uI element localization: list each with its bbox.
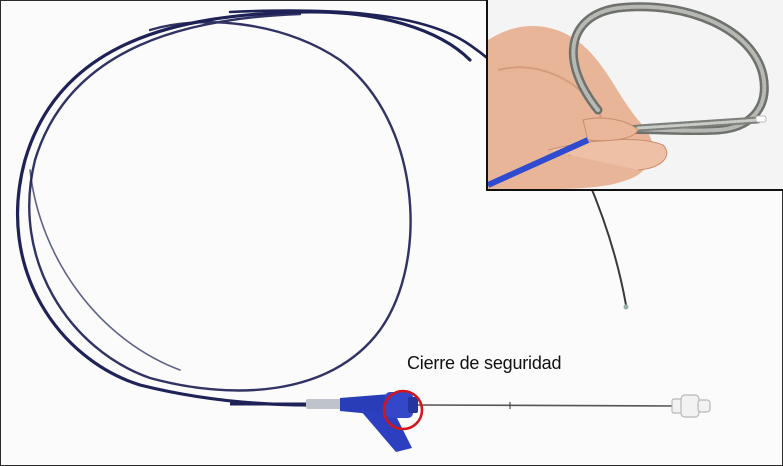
inset-illustration	[488, 0, 783, 189]
coil-tip	[755, 115, 767, 123]
callout-label: Cierre de seguridad	[407, 353, 562, 373]
braided-coil	[568, 2, 769, 136]
luer-connector	[671, 394, 711, 418]
safety-lock-marker	[382, 389, 424, 431]
inset-photo	[486, 0, 783, 191]
wire-tip	[623, 304, 629, 310]
stylet-wire	[417, 404, 676, 407]
strain-relief	[306, 399, 344, 409]
blue-catheter-segment	[488, 137, 590, 188]
guidewire-tail	[587, 179, 627, 306]
y-hub	[340, 392, 418, 452]
